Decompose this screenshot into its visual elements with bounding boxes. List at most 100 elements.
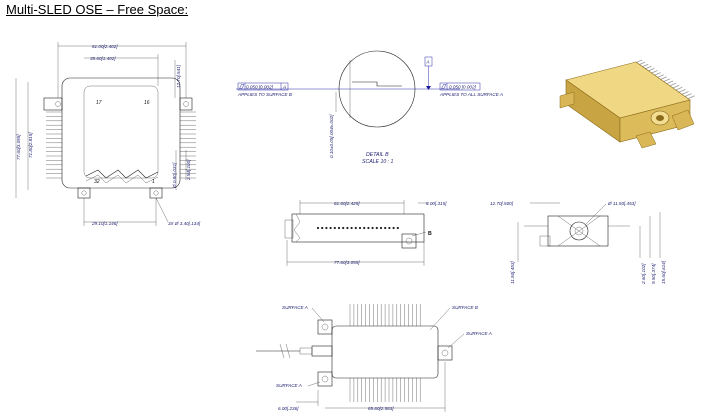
dim-small-b: 2.54[.100] [186,159,191,181]
break-line [293,213,301,243]
dim-bottom: 29.10[1.146] [91,221,118,226]
housing-tab-left [559,91,575,109]
top-view-break-line [85,169,159,179]
applies-right: APPLIES TO ALL SURFACE A [439,92,503,97]
dim-height-a: 77.60[3.055] [16,134,21,160]
datum-ref-left: A [282,85,286,90]
pin-dot [384,226,387,230]
bottom-dim-span: 65.60[2.583] [368,406,394,411]
pin-dot [363,226,366,230]
pin-dot [316,226,320,230]
datum-tag: A [426,60,430,65]
fiber-port-core [574,226,584,236]
bottom-tab [437,345,453,361]
side-tab-left [284,219,294,239]
end-dim-left: 11.50[.453] [510,261,515,284]
side-pin-row [316,226,399,230]
flatness-left: 0.050 [0.002] [246,85,274,90]
pin-dot [333,226,336,230]
surface-b: SURFACE B [452,305,478,310]
flatness-frame-left [237,82,289,91]
pin-dot [375,226,378,230]
pin-dot [337,226,341,230]
surface-a-bottom: SURFACE A [276,383,302,388]
detail-label: DETAIL B [366,152,389,158]
dim-inner: 35.60[1.402] [90,56,116,61]
top-view-pins-left [46,111,62,179]
surface-a-top: SURFACE A [282,305,308,310]
side-dim-b: 8.00[.315] [426,201,447,206]
pin-dot [379,226,383,230]
dim-tab: 12.70[.541] [176,64,181,88]
bottom-housing [331,325,439,379]
bottom-fins-bottom [349,378,421,402]
top-view-tab-right [179,97,193,111]
end-housing [547,215,609,247]
flatness-icon [441,84,447,89]
top-view-tab-left [43,97,63,111]
dim-height-b: 71.80[2.815] [28,132,33,158]
side-tab-right [401,233,417,249]
top-view-break-line [85,174,159,184]
top-view-tab-bottom-right [149,187,163,199]
flatness-icon [239,84,245,89]
pin-dot [342,226,345,230]
pin-label-1: 1 [152,179,155,185]
mount-hole-icon [321,375,329,383]
mount-hole-icon [81,190,87,196]
leader-line [155,197,169,223]
fiber-boot [299,347,313,355]
flatness-frame-right [439,82,481,91]
end-dim-top: 12.70[.500] [490,201,514,206]
end-dim-r1: 2.60[.102] [641,263,646,285]
detail-profile [352,81,402,87]
break-line [279,343,291,359]
pin-dot [388,226,391,230]
applies-left: APPLIES TO SURFACE B [237,92,292,97]
pin-dot [350,226,353,230]
detail-scale: SCALE 10 : 1 [362,159,394,165]
side-view: 61.60[2.425] 8.00[.315] 77.60[3.055] B [284,200,447,266]
fiber-port-icon [569,221,589,241]
pin-dot [371,226,374,230]
bottom-tab [317,371,333,387]
detail-b-view: 0.050 [0.002] A APPLIES TO SURFACE B 0.0… [236,50,503,165]
datum-triangle-icon [426,86,431,90]
pin-dot [329,226,332,230]
flatness-right: 0.050 [0.002] [449,85,477,90]
bottom-fins-top [349,304,421,326]
pin-dot [396,226,399,230]
pin-dot [392,226,395,230]
isometric-view [559,59,695,149]
pin-label-16: 16 [144,100,150,106]
mount-hole-icon [183,101,189,107]
bottom-tab [317,319,333,335]
side-dim-a: 61.60[2.425] [334,201,360,206]
mount-hole-icon [55,101,61,107]
dim-vertical: 0.10±0.05[.004±.002] [329,114,334,158]
detail-b-callout: B [428,231,432,237]
mount-hole-icon [405,237,413,245]
top-view: 61.00[2.402] 35.60[1.402] 12.70[.541] 77… [15,42,201,226]
end-dim-dia: Ø 11.50[.453] [607,201,636,206]
end-tab-left [539,235,551,247]
dim-holes: 3X Ø 3.40[.134] [168,221,201,226]
pin-dot [321,226,324,230]
fiber-port-core [656,115,664,121]
end-view: 12.70[.500] Ø 11.50[.453] 11.50[.453] 2.… [490,201,666,285]
mount-hole-icon [153,190,159,196]
mount-hole-icon [441,349,449,357]
pin-dot [358,226,362,230]
bottom-dim-left: 6.00[.236] [278,406,299,411]
pin-dot [325,226,328,230]
end-dim-r3: 15.60[.614] [661,260,666,284]
dim-width: 61.00[2.402] [92,44,118,49]
top-view-tab-bottom-left [77,187,91,199]
dim-small-a: Ø 0.80[.031] [172,162,177,189]
pin-dot [354,226,357,230]
housing-tab-front [635,131,657,149]
top-view-housing [61,77,181,189]
pin-dot [367,226,370,230]
pin-label-17: 17 [96,100,102,106]
